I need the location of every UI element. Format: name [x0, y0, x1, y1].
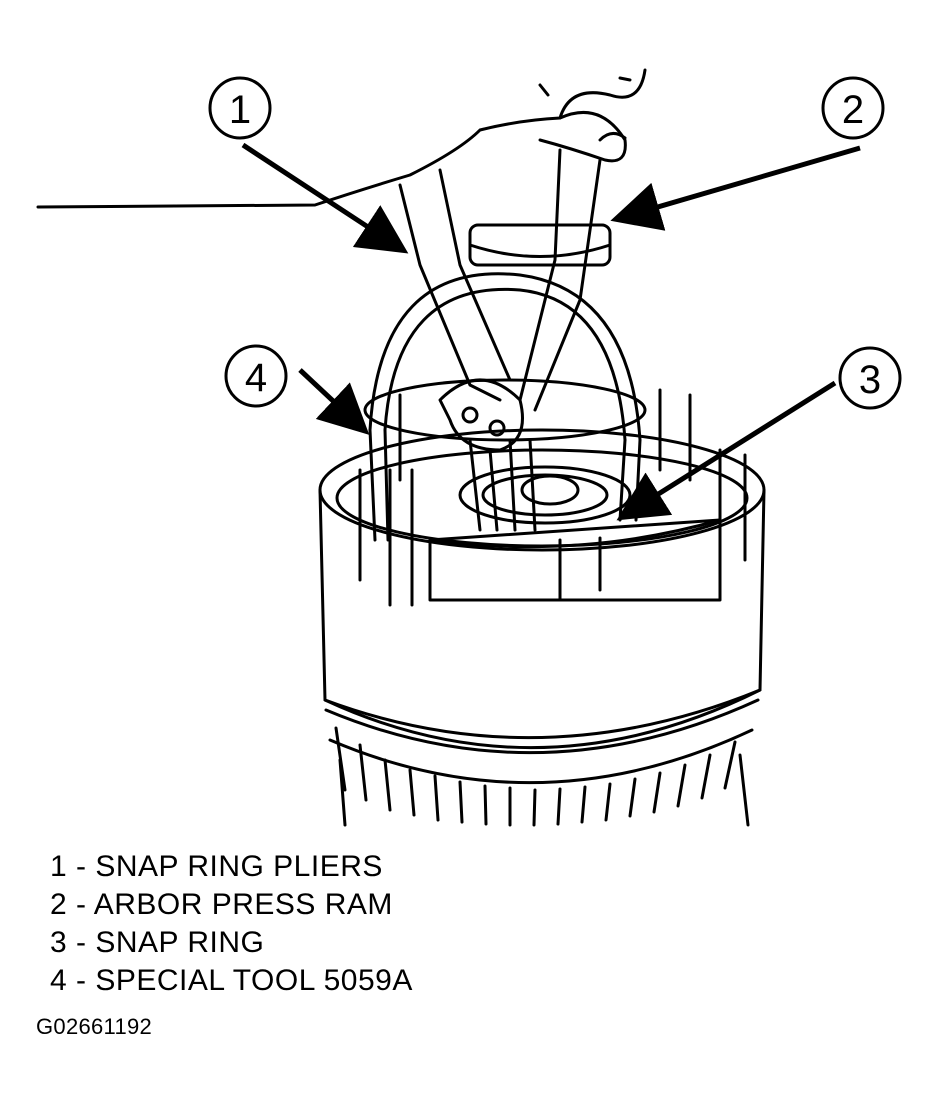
- legend-item-1: 1 - SNAP RING PLIERS: [50, 850, 383, 883]
- legend-item-2: 2 - ARBOR PRESS RAM: [50, 888, 393, 921]
- snap-ring-pliers: [398, 148, 602, 532]
- special-tool-frame: [363, 272, 647, 542]
- snap-ring-removal-illustration: 1 2 3 4: [36, 68, 902, 827]
- clutch-drum: [318, 388, 766, 827]
- callout-number-2: 2: [842, 88, 864, 132]
- callout-circle-4: [224, 344, 288, 408]
- figure-identifier: G02661192: [36, 1014, 153, 1039]
- legend-item-3: 3 - SNAP RING: [50, 926, 265, 959]
- callout-legend: 1 - SNAP RING PLIERS 2 - ARBOR PRESS RAM…: [50, 848, 413, 1000]
- technician-hand: [36, 68, 647, 209]
- callout-number-3: 3: [859, 358, 881, 402]
- callout-circle-2: [821, 76, 885, 140]
- callout-circle-3: [838, 346, 902, 410]
- arbor-press-ram: [468, 223, 612, 267]
- legend-item-4: 4 - SPECIAL TOOL 5059A: [50, 964, 413, 997]
- callout-arrow-3: [616, 380, 837, 521]
- callout-arrow-1: [241, 142, 409, 254]
- callout-circle-1: [208, 76, 272, 140]
- callout-number-4: 4: [245, 356, 267, 400]
- callout-arrow-2: [610, 145, 861, 231]
- callout-arrow-4: [298, 368, 370, 435]
- callout-number-1: 1: [229, 88, 251, 132]
